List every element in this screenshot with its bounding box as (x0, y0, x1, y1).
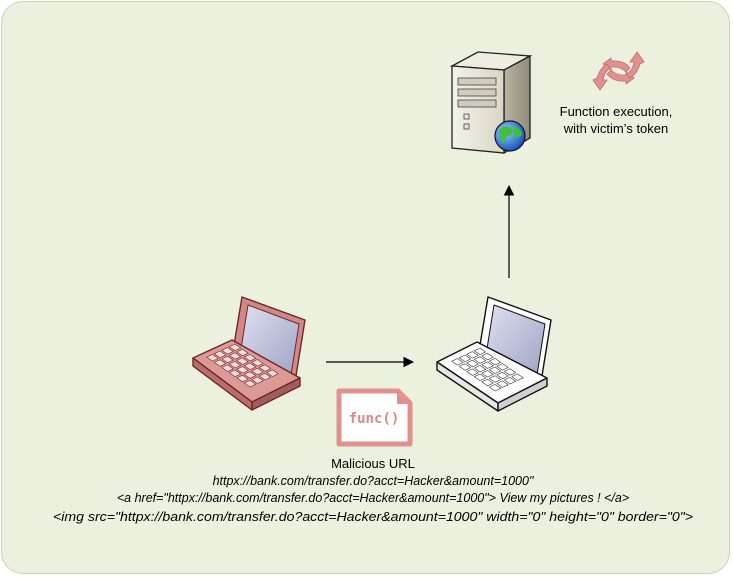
keyboard-key (466, 351, 479, 359)
keyboard-key (244, 380, 256, 388)
keyboard-key (236, 348, 249, 357)
keyboard-key (236, 374, 249, 383)
keyboard-key (214, 350, 226, 358)
keyboard-key (244, 354, 256, 362)
keyboard-key (229, 343, 241, 351)
keyboard-key (503, 377, 517, 385)
keyboard-key (481, 361, 494, 369)
keyboard-key (481, 378, 494, 387)
keyboard-key (251, 367, 264, 376)
keyboard-key (229, 352, 241, 360)
keyboard-key (221, 355, 234, 364)
globe-icon (494, 120, 526, 152)
keyboard-key (466, 368, 479, 376)
keyboard-key (221, 364, 234, 372)
payload-anchor-tag: <a href="httpx://bank.com/transfer.do?ac… (117, 491, 629, 505)
keyboard-key (451, 358, 464, 366)
payload-title: Malicious URL (331, 456, 415, 471)
keyboard-key (496, 363, 509, 371)
keyboard-key (496, 371, 509, 380)
server-caption-line1: Function execution, (560, 104, 673, 119)
keyboard-key (473, 356, 487, 364)
function-label: func() (349, 411, 400, 427)
keyboard-key (206, 354, 219, 362)
keyboard-key (473, 347, 487, 355)
keyboard-key (221, 347, 234, 355)
keyboard-key (244, 362, 256, 370)
keyboard-key (481, 370, 494, 378)
keyboard-key (488, 358, 502, 366)
keyboard-key (466, 359, 479, 368)
keyboard-key (473, 373, 487, 381)
keyboard-key (473, 365, 487, 373)
keyboard-key (229, 361, 241, 369)
victim-laptop-icon (436, 296, 552, 412)
keyboard-key (458, 354, 472, 362)
keyboard-key (511, 373, 524, 381)
keyboard-key (488, 384, 502, 392)
keyboard-key (458, 363, 472, 371)
keyboard-key (214, 359, 226, 367)
server-caption-line2: with victim’s token (563, 121, 669, 136)
payload-img-tag: <img src="httpx://bank.com/transfer.do?a… (53, 510, 693, 524)
keyboard-key (481, 352, 494, 361)
function-document-icon: func() (336, 388, 413, 447)
keyboard-key (488, 375, 502, 383)
keyboard-key (266, 369, 279, 377)
keyboard-key (236, 357, 249, 365)
keyboard-key (503, 368, 517, 376)
payload-url: httpx://bank.com/transfer.do?acct=Hacker… (213, 474, 534, 488)
keyboard-key (488, 366, 502, 374)
attacker-laptop-icon (192, 296, 306, 411)
keyboard-key (236, 366, 249, 374)
keyboard-key (244, 371, 256, 379)
keyboard-key (251, 359, 264, 367)
sync-arrows-icon (592, 51, 645, 91)
keyboard-key (251, 376, 264, 384)
keyboard-key (258, 364, 272, 372)
keyboard-key (229, 369, 241, 377)
keyboard-key (496, 380, 509, 388)
keyboard-key (258, 373, 272, 381)
